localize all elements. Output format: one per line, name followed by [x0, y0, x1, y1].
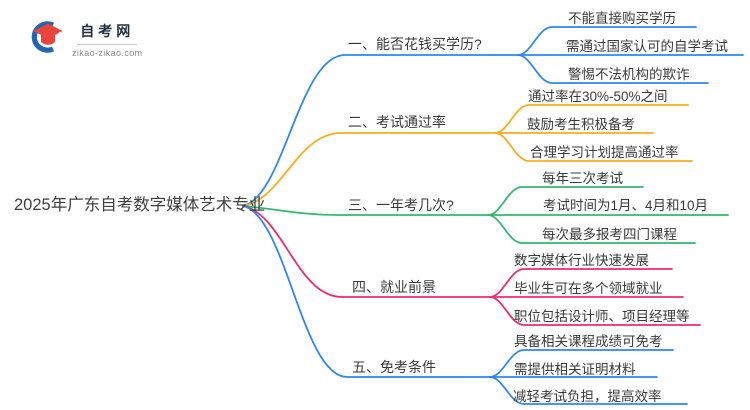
leaf-line [489, 296, 701, 326]
branch-stem [242, 205, 491, 298]
leaf-line [489, 268, 673, 298]
branch-lines-4 [242, 205, 701, 326]
branch-label-5: 五、免考条件 [352, 359, 436, 375]
leaf-label: 鼓励考生积极备考 [527, 117, 635, 132]
graduation-cap-icon [28, 20, 64, 59]
logo-domain: zikao-zikao.com [72, 48, 143, 58]
logo-text: 自考网 zikao-zikao.com [72, 21, 143, 58]
leaf-line [517, 26, 697, 56]
logo-divider [77, 44, 138, 45]
leaf-label: 每年三次考试 [542, 171, 623, 186]
leaf-line [489, 376, 688, 405]
branch-stem [242, 54, 519, 207]
leaf-line [517, 54, 709, 84]
leaf-label: 需提供相关证明材料 [514, 362, 636, 377]
logo-title: 自考网 [80, 23, 135, 39]
branch-label-2: 二、考试通过率 [348, 114, 446, 130]
leaf-line [487, 214, 696, 244]
root-topic: 2025年广东自考数字媒体艺术专业 [14, 196, 266, 214]
leaf-label: 职位包括设计师、项目经理等 [514, 309, 690, 324]
leaf-label: 不能直接购买学历 [568, 11, 676, 26]
branch-stem [242, 205, 489, 216]
branch-label-3: 三、一年考几次? [348, 197, 454, 213]
branch-stem [242, 205, 491, 378]
site-logo: 自考网 zikao-zikao.com [28, 20, 143, 59]
leaf-label: 减轻考试负担，提高效率 [513, 389, 662, 404]
leaf-label: 警惕不法机构的欺诈 [568, 67, 690, 82]
leaf-line [494, 132, 693, 162]
branch-label-1: 一、能否花钱买学历? [348, 36, 482, 52]
leaf-label: 每次最多报考四门课程 [542, 227, 677, 242]
branch-stem [242, 132, 496, 207]
leaf-line [489, 349, 674, 378]
branch-lines-5 [242, 205, 688, 405]
leaf-line [487, 186, 644, 216]
leaf-label: 毕业生可在多个领域就业 [514, 281, 663, 296]
leaf-label: 数字媒体行业快速发展 [514, 253, 649, 268]
leaf-line [494, 104, 689, 134]
leaf-label: 合理学习计划提高通过率 [530, 145, 679, 160]
branch-lines-2 [242, 104, 693, 207]
leaf-label: 具备相关课程成绩可免考 [514, 334, 663, 349]
branch-lines-3 [242, 186, 729, 244]
leaf-label: 需通过国家认可的自学考试 [566, 39, 728, 54]
branch-label-4: 四、就业前景 [352, 279, 436, 295]
branch-lines-1 [242, 26, 744, 207]
leaf-label: 考试时间为1月、4月和10月 [543, 198, 709, 213]
leaf-label: 通过率在30%-50%之间 [528, 89, 668, 104]
